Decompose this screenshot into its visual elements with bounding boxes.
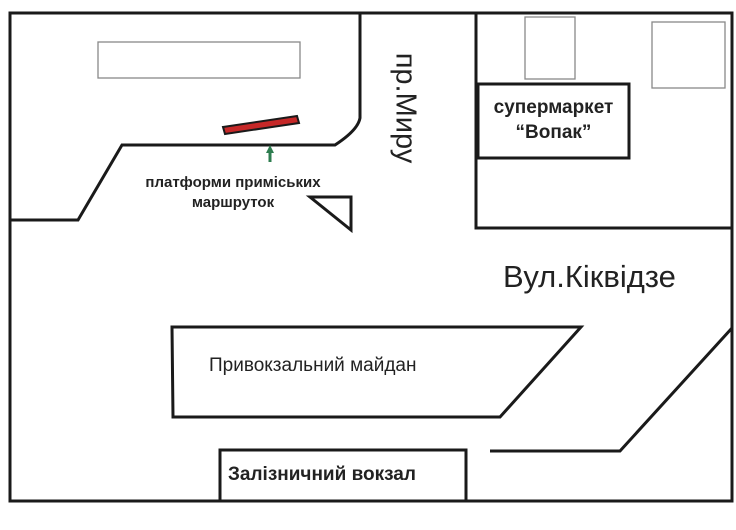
platforms-label-line2: маршруток xyxy=(191,194,275,211)
station-building xyxy=(218,448,468,503)
station-label: Залізничний вокзал xyxy=(228,464,416,485)
platforms-label-line1: платформи приміських xyxy=(145,174,321,191)
block-northeast-outline xyxy=(474,13,732,230)
building-northeast-2 xyxy=(651,21,726,89)
building-northwest xyxy=(97,41,301,79)
supermarket-building xyxy=(476,82,631,160)
traffic-island-triangle xyxy=(305,195,353,234)
supermarket-label-line2: “Вопак” xyxy=(515,122,592,143)
street-label-kikvidze: Вул.Кіквідзе xyxy=(503,259,676,294)
road-edge-southeast xyxy=(490,326,734,453)
block-northwest-outline xyxy=(10,13,362,222)
supermarket-label-line1: супермаркет xyxy=(493,97,614,118)
street-label-mira: пр.Миру xyxy=(389,52,422,164)
station-square-outline xyxy=(170,325,585,419)
building-northeast-1 xyxy=(524,16,576,80)
square-label: Привокзальний майдан xyxy=(209,355,417,376)
arrow-icon xyxy=(266,145,274,162)
platform-marker xyxy=(221,114,301,136)
